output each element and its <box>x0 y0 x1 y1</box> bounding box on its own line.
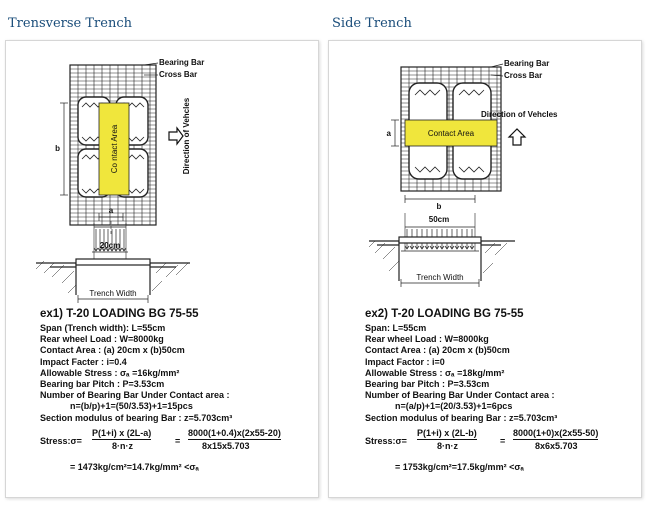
right-dim-b-label: b <box>437 202 442 211</box>
right-stress-den1: 8·n·z <box>437 440 458 451</box>
right-stress-num1: P(1+i) x (2L-b) <box>417 428 477 441</box>
right-line-contact: Contact Area : (a) 20cm x (b)50cm <box>365 345 510 356</box>
left-line-pitch: Bearing bar Pitch : P=3.53cm <box>40 379 165 390</box>
right-stress-result: = 1753kg/cm²=17.5kg/mm² <σₐ <box>395 461 524 472</box>
right-line-modulus: Section modulus of bearing Bar : z=5.703… <box>365 412 558 423</box>
right-dim-50cm: 50cm <box>429 215 449 224</box>
left-line-span: Span (Trench width): L=55cm <box>40 323 166 333</box>
left-cross-bar-label: Cross Bar <box>159 70 197 79</box>
left-bearing-bar-label: Bearing Bar <box>159 58 204 67</box>
right-line-count: n=(a/p)+1=(20/3.53)+1=6pcs <box>395 401 513 412</box>
right-cross-bar-label: Cross Bar <box>504 71 542 80</box>
right-stress-formula: Stress:σ= P(1+i) x (2L-b) 8·n·z = 8000(1… <box>365 426 635 462</box>
right-direction-arrow-icon <box>507 128 527 146</box>
right-contact-area-label: Contact Area <box>428 129 475 138</box>
left-line-modulus: Section modulus of bearing Bar : z=5.703… <box>40 412 233 423</box>
right-bearing-bar-label: Bearing Bar <box>504 59 549 68</box>
left-trench-width-label: Trench Width <box>89 289 136 298</box>
left-stress-num2: 8000(1+0.4)x(2x55-20) <box>188 428 281 441</box>
left-line-count: n=(b/p)+1=(50/3.53)+1=15pcs <box>70 401 193 412</box>
right-stress-eq: = <box>500 435 506 446</box>
right-panel: Contact Area Bearing Bar Cross Bar Direc… <box>328 40 642 498</box>
left-line-number: Number of Bearing Bar Under Contact area… <box>40 390 230 401</box>
left-contact-area-label: Co ntact Area <box>110 124 119 173</box>
left-dim-a-label: a <box>109 206 114 215</box>
left-line-contact: Contact Area : (a) 20cm x (b)50cm <box>40 345 185 356</box>
right-line-impact: Impact Factor : i=0 <box>365 356 445 367</box>
left-heading: Trensverse Trench <box>8 16 132 31</box>
left-stress-den1: 8·n·z <box>112 440 133 451</box>
left-stress-den2: 8x15x5.703 <box>202 440 250 451</box>
right-line-span: Span: L=55cm <box>365 323 427 333</box>
left-calculation: ex1) T-20 LOADING BG 75-55 Span (Trench … <box>40 307 310 473</box>
right-line-allowable: Allowable Stress : σₐ =18kg/mm² <box>365 367 505 378</box>
right-stress-num2: 8000(1+0)x(2x55-50) <box>513 428 599 441</box>
right-line-pitch: Bearing bar Pitch : P=3.53cm <box>365 379 490 390</box>
left-stress-eq: = <box>175 435 181 446</box>
right-line-number: Number of Bearing Bar Under Contact area… <box>365 390 555 401</box>
right-direction-label: Direction of Vehcles <box>481 110 558 119</box>
left-line-impact: Impact Facter : i=0.4 <box>40 356 127 367</box>
left-direction-arrow-icon <box>168 126 184 146</box>
right-contact-area <box>404 119 498 147</box>
left-dim-20cm: 20cm <box>100 241 120 250</box>
left-line-load: Rear wheel Load : W=8000kg <box>40 334 164 345</box>
right-section-view <box>368 213 515 287</box>
left-diagram: Co ntact Area Bearing Bar Cross Bar Dire… <box>35 58 204 303</box>
right-example-title: ex2) T-20 LOADING BG 75-55 <box>365 308 524 320</box>
left-line-allowable: Allowable Stress : σₐ =16kg/mm² <box>40 367 180 378</box>
right-line-load: Rear wheel Load : W=8000kg <box>365 334 489 345</box>
right-dim-a: a <box>387 129 392 138</box>
left-panel: Co ntact Area Bearing Bar Cross Bar Dire… <box>5 40 319 498</box>
left-stress-formula: Stress:σ= P(1+i) x (2L-a) 8·n·z = 8000(1… <box>40 426 310 462</box>
left-stress-result: = 1473kg/cm²=14.7kg/mm² <σₐ <box>70 461 199 472</box>
right-heading: Side Trench <box>332 16 412 31</box>
left-example-title: ex1) T-20 LOADING BG 75-55 <box>40 308 199 320</box>
right-diagram: Contact Area Bearing Bar Cross Bar Direc… <box>368 59 558 287</box>
left-contact-area <box>98 102 130 196</box>
left-section-view <box>35 223 190 303</box>
right-stress-den2: 8x6x5.703 <box>535 440 578 451</box>
right-trench-width-label: Trench Width <box>416 273 463 282</box>
left-stress-label: Stress:σ= <box>40 435 82 446</box>
left-direction-label: Direction of Vehcles <box>182 97 191 174</box>
left-dim-b: b <box>55 144 60 153</box>
right-calculation: ex2) T-20 LOADING BG 75-55 Span: L=55cm … <box>365 307 635 473</box>
left-stress-num1: P(1+i) x (2L-a) <box>92 428 152 441</box>
right-stress-label: Stress:σ= <box>365 435 407 446</box>
